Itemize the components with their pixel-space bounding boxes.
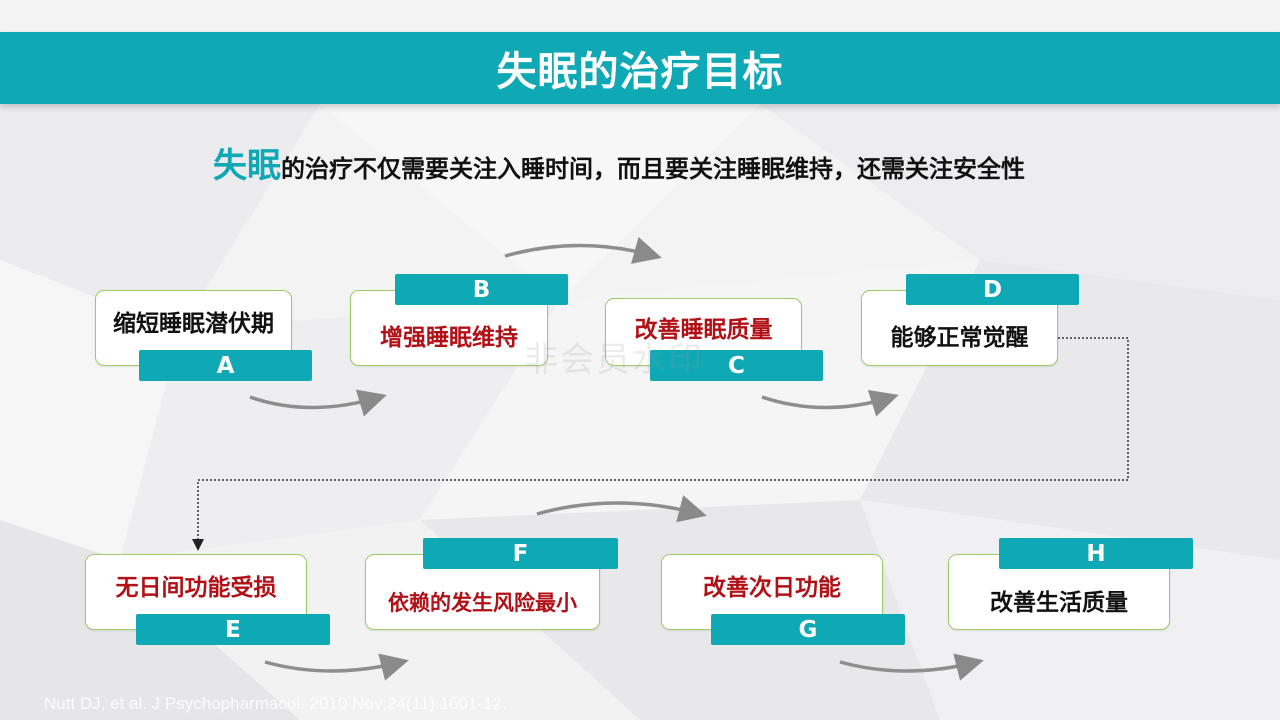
goal-text-e: 无日间功能受损 xyxy=(115,575,277,601)
goal-tag-g: G xyxy=(711,614,905,645)
page-title: 失眠的治疗目标 xyxy=(496,49,784,95)
goal-tag-d: D xyxy=(906,274,1079,305)
goal-tag-f: F xyxy=(423,538,618,569)
goal-text-h: 改善生活质量 xyxy=(990,590,1128,616)
subtitle: 失眠的治疗不仅需要关注入睡时间，而且要关注睡眠维持，还需关注安全性 xyxy=(0,138,1238,187)
goal-text-b: 增强睡眠维持 xyxy=(380,325,518,351)
goal-text-d: 能够正常觉醒 xyxy=(890,325,1029,351)
goal-tag-e: E xyxy=(136,614,330,645)
subtitle-highlight: 失眠 xyxy=(213,146,281,186)
goal-tag-h: H xyxy=(999,538,1193,569)
goal-tag-a: A xyxy=(139,350,312,381)
goal-text-a: 缩短睡眠潜伏期 xyxy=(113,311,274,337)
goal-text-f: 依赖的发生风险最小 xyxy=(388,591,577,615)
goal-tag-b: B xyxy=(395,274,568,305)
title-bar: 失眠的治疗目标 xyxy=(0,32,1280,104)
watermark: 非会员水印 xyxy=(524,340,704,380)
subtitle-text: 的治疗不仅需要关注入睡时间，而且要关注睡眠维持，还需关注安全性 xyxy=(281,155,1025,183)
citation: Nutt DJ, et al. J Psychopharmacol. 2010 … xyxy=(44,694,507,713)
goal-text-g: 改善次日功能 xyxy=(703,575,841,601)
